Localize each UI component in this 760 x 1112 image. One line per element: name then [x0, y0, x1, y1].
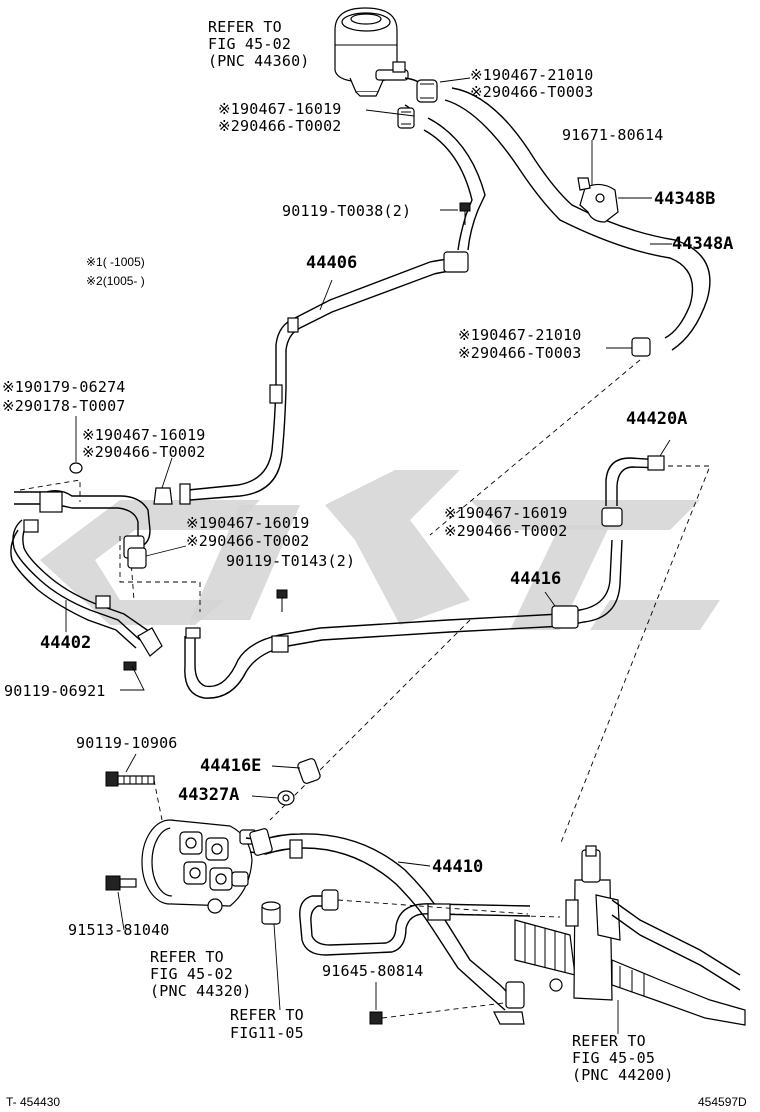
union-fitting [261, 901, 281, 925]
clip-right-label-2: ※290466-T0003 [458, 344, 582, 362]
clip-center-label-2: ※290466-T0002 [186, 532, 310, 550]
fitting-44416e [297, 758, 321, 784]
nut-91645-label: 91645-80814 [322, 962, 424, 980]
nut-left [69, 462, 83, 474]
reservoir-ref-line1: REFER TO [208, 18, 282, 36]
hose-44410-label: 44410 [432, 857, 483, 877]
clip-top-label-2: ※290466-T0003 [470, 83, 594, 101]
gear-ref-line1: REFER TO [572, 1032, 646, 1050]
clip-left-label-2: ※290466-T0002 [82, 443, 206, 461]
nut-left-label-2: ※290178-T0007 [2, 397, 126, 415]
gear-ref-line2: FIG 45-05 [572, 1049, 655, 1067]
pump-ref-line1: REFER TO [150, 948, 224, 966]
clip-right-label-1: ※190467-21010 [458, 326, 582, 344]
labels: REFER TO FIG 45-02 (PNC 44360) ※190467-2… [2, 18, 747, 1109]
tube-44402 [10, 489, 163, 657]
pump-ref-line3: (PNC 44320) [150, 982, 252, 1000]
clip-top-right [416, 79, 438, 103]
hose-44406-label: 44406 [306, 253, 357, 273]
bolt-06921 [123, 661, 137, 671]
steering-gear [514, 845, 746, 1026]
fig-ref-line2: FIG11-05 [230, 1024, 304, 1042]
reservoir-ref-line3: (PNC 44360) [208, 52, 310, 70]
tube-44420a [601, 455, 665, 527]
pump-ref-line2: FIG 45-02 [150, 965, 233, 983]
clip-rr-label-2: ※290466-T0002 [444, 522, 568, 540]
reservoir-hoses [404, 77, 711, 351]
tube-44420a-label: 44420A [626, 409, 687, 429]
bolt-t0143-label: 90119-T0143(2) [226, 552, 355, 570]
gasket-44327a [277, 790, 295, 806]
footer-left-code: T- 454430 [6, 1095, 60, 1109]
watermark [40, 470, 720, 630]
clip-left-label-1: ※190467-16019 [82, 426, 206, 444]
clip-rr-label-1: ※190467-16019 [444, 504, 568, 522]
tube-44402-label: 44402 [40, 633, 91, 653]
fitting-44416e-label: 44416E [200, 756, 261, 776]
clip-left [153, 487, 173, 505]
bracket-44348b [577, 177, 619, 223]
bolt-t0143 [276, 589, 288, 612]
hose-44406 [179, 251, 469, 505]
nut-91671-label: 91671-80614 [562, 126, 664, 144]
bolt-91513-label: 91513-81040 [68, 921, 170, 939]
hose-44416-label: 44416 [510, 569, 561, 589]
hose-44348a-label: 44348A [672, 234, 733, 254]
reservoir [334, 7, 409, 97]
footer-right-code: 454597D [698, 1095, 747, 1109]
hose-44416 [184, 539, 623, 699]
nut-left-label-1: ※190179-06274 [2, 378, 126, 396]
bolt-91513 [105, 875, 137, 891]
legend-line1: ※1( -1005) [86, 255, 145, 269]
bolt-t0038 [459, 202, 471, 225]
bolt-10906 [105, 771, 155, 787]
bolt-10906-label: 90119-10906 [76, 734, 178, 752]
clip-mid-label-2: ※290466-T0002 [218, 117, 342, 135]
legend-line2: ※2(1005- ) [86, 274, 145, 288]
gasket-44327a-label: 44327A [178, 785, 239, 805]
clip-right-44348a [631, 337, 651, 357]
bolt-t0038-label: 90119-T0038(2) [282, 202, 411, 220]
clip-center-label-1: ※190467-16019 [186, 514, 310, 532]
reservoir-ref-line2: FIG 45-02 [208, 35, 291, 53]
bracket-44348b-label: 44348B [654, 189, 715, 209]
clip-mid-label-1: ※190467-16019 [218, 100, 342, 118]
fig-ref-line1: REFER TO [230, 1006, 304, 1024]
clip-top-label-1: ※190467-21010 [470, 66, 594, 84]
power-steering-pump [141, 819, 257, 914]
bolt-06921-label: 90119-06921 [4, 682, 106, 700]
clip-center [127, 547, 147, 569]
hose-44410 [245, 828, 531, 1025]
bolt-91645 [369, 1011, 383, 1025]
clip-top-left [397, 107, 415, 129]
gear-ref-line3: (PNC 44200) [572, 1066, 674, 1084]
